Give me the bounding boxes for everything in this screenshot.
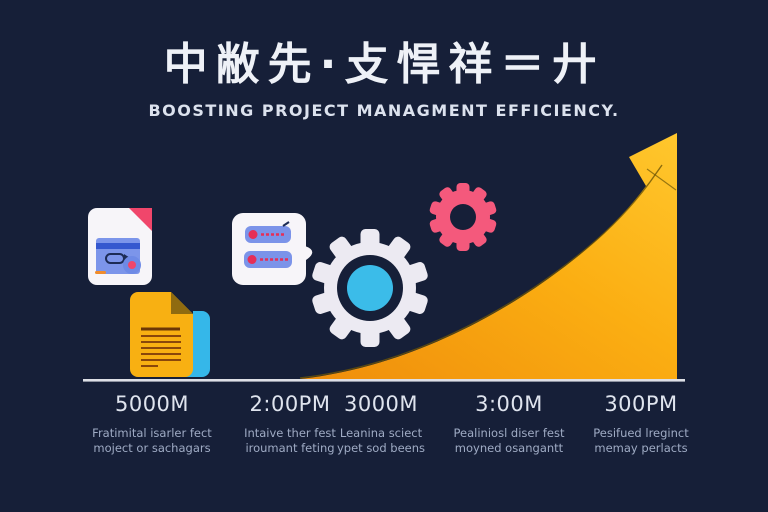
- timeline-item: 2:00PM Intaive ther fest iroumant feting: [210, 392, 370, 456]
- gear-hole: [450, 204, 476, 230]
- timeline-item: 3000M Leanina sciect ypet sod beens: [301, 392, 461, 456]
- arrowhead-underside-line: [646, 168, 677, 191]
- timeline-caption: Leanina sciect ypet sod beens: [301, 426, 461, 456]
- timeline-item: 300PM Pesifued lreginct memay perlacts: [561, 392, 721, 456]
- timeline-caption: Pealiniosl diser fest moyned osangantt: [429, 426, 589, 456]
- caption-line: Pealiniosl diser fest: [453, 426, 565, 440]
- caption-line: Intaive ther fest: [244, 426, 336, 440]
- caption-line: Pesifued lreginct: [593, 426, 689, 440]
- page-title: 中敝先·攴悍祥＝廾: [163, 39, 605, 90]
- growth-curve-outline: [299, 164, 663, 379]
- caption-line: memay perlacts: [594, 441, 688, 455]
- timeline: 5000M Fratimital isarler fect moject or …: [0, 392, 768, 482]
- timeline-time-label: 5000M: [114, 392, 190, 416]
- caption-line: iroumant feting: [245, 441, 335, 455]
- bubble-tail: [305, 246, 313, 260]
- page-subtitle: BOOSTING PROJECT MANAGMENT EFFICIENCY.: [148, 100, 620, 120]
- timeline-caption: Pesifued lreginct memay perlacts: [561, 426, 721, 456]
- timeline-caption: Fratimital isarler fect moject or sachag…: [72, 426, 232, 456]
- timeline-time-label: 2:00PM: [249, 392, 331, 416]
- text-lines: [141, 327, 181, 367]
- gear-center: [347, 265, 393, 311]
- timeline-time-label: 3:00M: [475, 392, 543, 416]
- gear-large-icon: [312, 229, 428, 347]
- timeline-time-label: 3000M: [343, 392, 419, 416]
- timeline-item: 5000M Fratimital isarler fect moject or …: [72, 392, 232, 456]
- document-fold: [129, 208, 152, 231]
- pen-mark: [282, 221, 290, 227]
- x-axis-line: [83, 379, 685, 382]
- timeline-caption: Intaive ther fest iroumant feting: [210, 426, 370, 456]
- caption-line: ypet sod beens: [336, 441, 426, 455]
- timeline-item: 3:00M Pealiniosl diser fest moyned osang…: [429, 392, 589, 456]
- document-fold: [171, 292, 193, 314]
- header: 中敝先·攴悍祥＝廾 BOOSTING PROJECT MANAGMENT EFF…: [0, 39, 768, 120]
- caption-line: moyned osangantt: [454, 441, 564, 455]
- timeline-time-label: 300PM: [604, 392, 678, 416]
- caption-line: Leanina sciect: [339, 426, 423, 440]
- badge-dot: [128, 261, 136, 269]
- documents-icon: [130, 292, 210, 377]
- checklist-icon: [232, 213, 313, 285]
- caption-line: moject or sachagars: [93, 441, 211, 455]
- growth-curve-area: [300, 133, 677, 379]
- document-icon: [88, 208, 152, 285]
- gear-pink-icon: [429, 183, 497, 251]
- caption-line: Fratimital isarler fect: [92, 426, 212, 440]
- growth-arrow-icon: [299, 133, 677, 379]
